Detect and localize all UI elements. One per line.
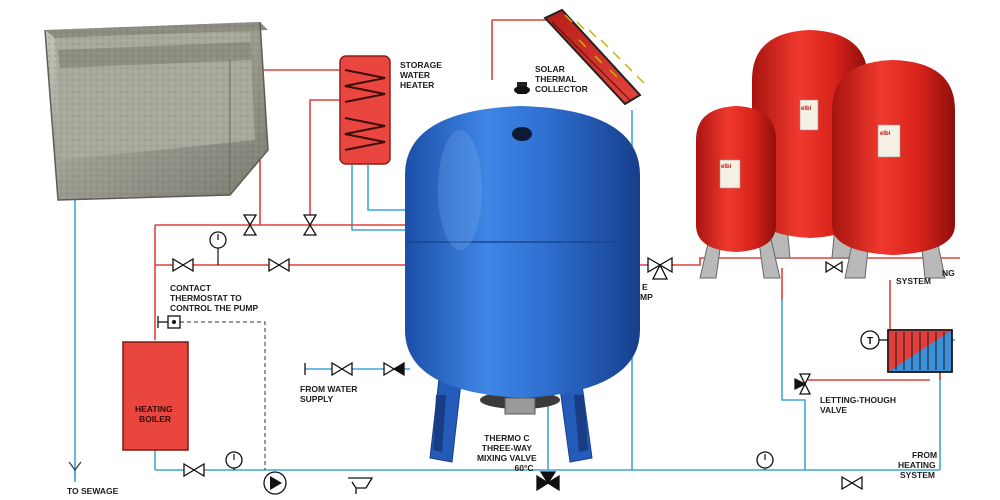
pressure-gauge-icon — [225, 451, 243, 470]
storage-water-heater — [339, 55, 391, 165]
three-way-mixing-valve-label: THERMO C THREE-WAY MIXING VALVE 60°C — [477, 433, 539, 473]
three-way-valve-icon — [794, 373, 812, 395]
contact-thermostat-icon — [157, 315, 181, 329]
from-water-supply-label: FROM WATER SUPPLY — [300, 384, 360, 404]
strainer-icon — [348, 477, 374, 494]
solar-thermal-collector — [543, 8, 642, 106]
gate-valve-icon — [268, 257, 290, 273]
heating-system-partial-label: NG SYSTEM — [896, 268, 957, 286]
three-way-valve-icon — [536, 471, 560, 492]
heating-boiler-label: HEATING BOILER — [135, 404, 175, 424]
contact-thermostat-label: CONTACT THERMOSTAT TO CONTROL THE PUMP — [170, 283, 258, 313]
heat-exchanger — [887, 329, 953, 373]
gate-valve-icon — [825, 260, 843, 274]
gate-valve-icon — [331, 361, 353, 377]
sun-rays-icon — [564, 14, 645, 84]
solar-collector-label: SOLAR THERMAL COLLECTOR — [535, 64, 588, 94]
pressure-gauge-icon — [756, 451, 774, 470]
drain-funnel-icon — [68, 461, 82, 471]
three-way-valve-icon — [647, 256, 673, 280]
red-expansion-tank-small: elbi — [696, 106, 781, 279]
gate-valve-icon — [841, 475, 863, 491]
blue-expansion-tank — [405, 82, 640, 463]
red-expansion-tank-right: elbi — [832, 60, 955, 279]
from-heating-system-label: FROM HEATING SYSTEM — [898, 450, 939, 480]
svg-text:elbi: elbi — [721, 164, 732, 170]
open-storage-tank — [44, 21, 269, 201]
thermostat-sensor-icon: T — [860, 330, 888, 350]
pressure-gauge-icon — [209, 231, 227, 265]
svg-text:elbi: elbi — [880, 131, 891, 137]
gate-valve-icon — [383, 361, 405, 377]
to-sewage-label: TO SEWAGE — [67, 486, 119, 496]
heating-boiler — [122, 341, 189, 451]
side-partial-label: E MP — [640, 282, 653, 302]
svg-text:elbi: elbi — [801, 106, 812, 112]
gate-valve-icon — [172, 257, 194, 273]
letting-through-valve-label: LETTING-THOUGH VALVE — [820, 395, 898, 415]
gate-valve-icon — [183, 462, 205, 478]
gate-valve-icon — [302, 214, 318, 236]
svg-text:T: T — [867, 336, 873, 347]
circulation-pump-icon — [263, 471, 287, 495]
gate-valve-icon — [242, 214, 258, 236]
storage-water-heater-label: STORAGE WATER HEATER — [400, 60, 444, 90]
